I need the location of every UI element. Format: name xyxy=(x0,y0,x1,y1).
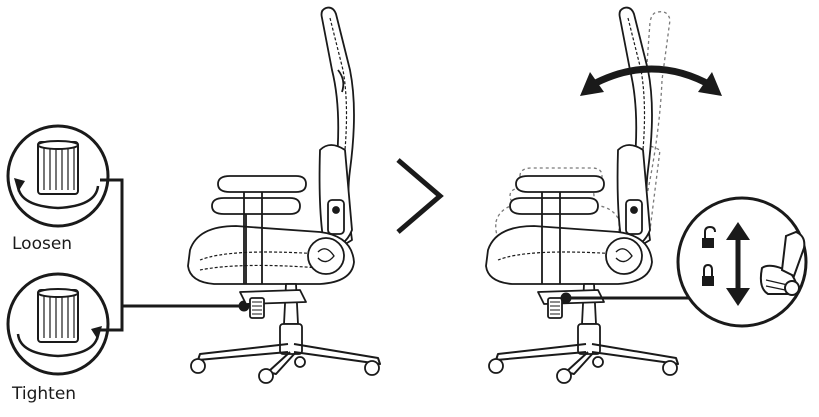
chair-left xyxy=(188,8,380,383)
tighten-callout xyxy=(8,274,108,374)
tighten-label: Tighten xyxy=(12,386,76,403)
knob-icon xyxy=(38,141,78,194)
loosen-callout xyxy=(8,126,108,226)
armrest-top xyxy=(516,176,604,192)
loosen-label: Loosen xyxy=(12,236,72,253)
chair-right xyxy=(486,8,678,383)
chevron-right-icon xyxy=(398,160,440,232)
armrest-top xyxy=(218,176,306,192)
knob-icon xyxy=(38,289,78,342)
lever-callout xyxy=(678,198,806,326)
